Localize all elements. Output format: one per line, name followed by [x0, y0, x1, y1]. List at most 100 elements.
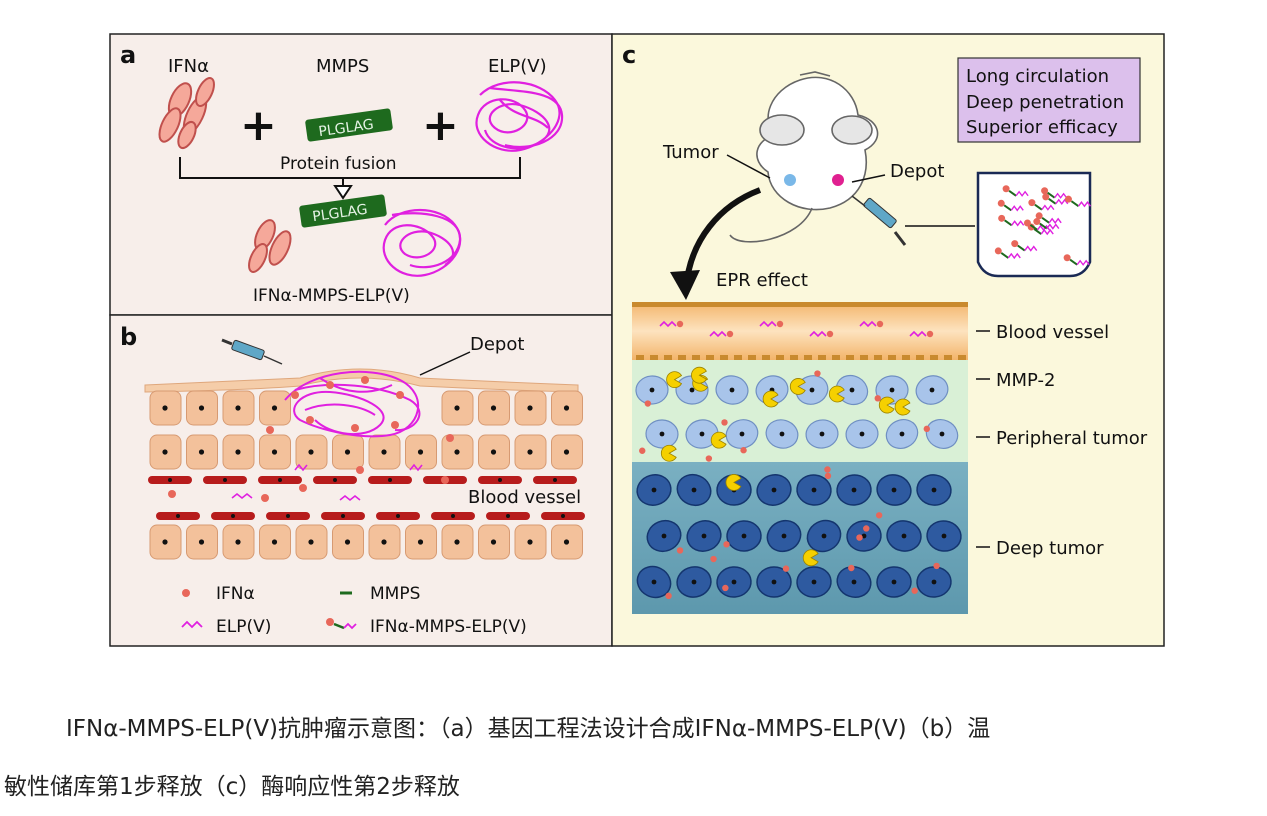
vessel-wall-segment: [860, 355, 868, 360]
layer-label-deep: Deep tumor: [996, 538, 1104, 559]
cell-nucleus: [691, 579, 697, 585]
elp-coil: [1077, 201, 1092, 208]
ifn-dot: [997, 199, 1005, 207]
mmps-link: [1004, 219, 1013, 227]
mmps-link: [1070, 200, 1080, 207]
cell-nucleus: [809, 387, 815, 393]
cell-nucleus: [651, 487, 657, 493]
cell-nucleus: [701, 533, 707, 539]
elp-coil: [1024, 245, 1038, 252]
vessel-wall-segment: [916, 355, 924, 360]
cell-nucleus: [563, 405, 570, 411]
mmps-link: [1008, 189, 1017, 197]
depot-ifn-dots: [266, 376, 454, 442]
mmp2-enzyme: [828, 385, 845, 403]
figure-caption: IFNα-MMPS-ELP(V)抗肿瘤示意图：（a）基因工程法设计合成IFNα-…: [0, 700, 1267, 816]
mmps-link: [1048, 198, 1057, 205]
benefit-3: Superior efficacy: [966, 117, 1118, 138]
elp-coil: [1015, 190, 1029, 197]
tumor-label: Tumor: [662, 142, 719, 163]
cell-nucleus: [527, 449, 533, 455]
cell-nucleus: [308, 449, 314, 455]
mmps-link: [1069, 258, 1078, 266]
cell-nucleus: [308, 539, 314, 545]
syringe-icon: [221, 338, 283, 365]
cell-nucleus: [454, 449, 460, 455]
ifn-dot: [998, 214, 1006, 222]
vessel-nucleus: [333, 478, 337, 482]
benefits-box: [957, 57, 1141, 143]
elp-coil: [1048, 217, 1062, 224]
mmp2-enzyme: [666, 371, 683, 388]
mmp2-enzyme: [660, 444, 677, 462]
released-ifn-dot: [721, 419, 728, 426]
legend-ifn-label: IFNα: [216, 584, 255, 604]
vessel-wall-segment: [692, 355, 700, 360]
vessel-wall-segment: [776, 355, 784, 360]
cell-nucleus: [931, 579, 937, 585]
cell-nucleus: [344, 539, 351, 545]
cell-nucleus: [454, 405, 460, 411]
vessel-wall-segment: [678, 355, 686, 360]
cell-nucleus: [235, 539, 241, 545]
cell-nucleus: [859, 431, 865, 437]
panel-b-letter: b: [120, 323, 137, 351]
vessel-elp-coil: [809, 330, 827, 338]
cell-nucleus: [851, 579, 857, 585]
depot-pointer-c: [851, 174, 886, 183]
benefit-1: Long circulation: [966, 66, 1109, 87]
released-ifn-dot: [705, 455, 713, 462]
vessel-wall-segment: [706, 355, 714, 360]
depot-zoom-molecules: [994, 185, 1092, 266]
mmp2-enzyme: [691, 366, 707, 384]
elp-coil: [1040, 228, 1054, 236]
ifn-dot: [1033, 218, 1041, 226]
released-ifn-dot: [722, 584, 729, 592]
released-ifn-dot: [933, 562, 940, 570]
cell-nucleus: [771, 487, 777, 493]
vessel-elp-coil: [909, 330, 927, 338]
cell-nucleus: [861, 533, 867, 539]
released-ifn-dot: [639, 447, 646, 454]
vessel-endothelial-gaps: [636, 355, 966, 360]
cell-nucleus: [849, 387, 855, 393]
mmps-link: [1047, 191, 1056, 199]
blood-vessel-label-b: Blood vessel: [468, 487, 581, 508]
mmps-link: [1000, 252, 1009, 259]
ifn-dot: [1035, 212, 1043, 220]
panel-a-frame: [109, 33, 613, 316]
vessel-nucleus: [451, 514, 455, 518]
ifn-dot: [1011, 240, 1019, 248]
released-ifn-dot: [740, 447, 747, 454]
mmps-link: [1039, 222, 1048, 230]
vessel-nucleus: [223, 478, 227, 482]
elp-coil: [1011, 220, 1025, 227]
vessel-ifn-dot: [776, 320, 784, 328]
cell-nucleus: [691, 487, 697, 493]
vessel-wall-segment: [818, 355, 826, 360]
tumor-molecules: [639, 320, 940, 600]
released-ifn-dot: [875, 512, 883, 519]
cell-nucleus: [271, 405, 278, 411]
cell-nucleus: [490, 405, 497, 411]
cell-nucleus: [490, 449, 497, 455]
cell-nucleus: [941, 533, 947, 539]
cell-nucleus: [661, 533, 667, 539]
cell-nucleus: [659, 431, 665, 437]
cell-nucleus: [235, 405, 241, 411]
released-ifn-dot: [665, 592, 672, 600]
peripheral-layer: [632, 360, 968, 462]
cell-nucleus: [198, 405, 205, 411]
cell-nucleus: [891, 579, 897, 585]
released-ifn-dot: [824, 472, 832, 480]
epr-arrowhead: [670, 270, 700, 300]
syringe-icon-c: [851, 195, 907, 246]
free-fusion-molecules: [231, 463, 423, 502]
vessel-wall-segment: [902, 355, 910, 360]
released-ifn-dot: [723, 541, 730, 548]
vessel-nucleus: [396, 514, 400, 518]
cell-nucleus: [899, 431, 905, 437]
legend-b: IFNα MMPS ELP(V) IFNα-MMPS-ELP(V): [181, 584, 527, 637]
panel-c-letter: c: [622, 41, 636, 69]
